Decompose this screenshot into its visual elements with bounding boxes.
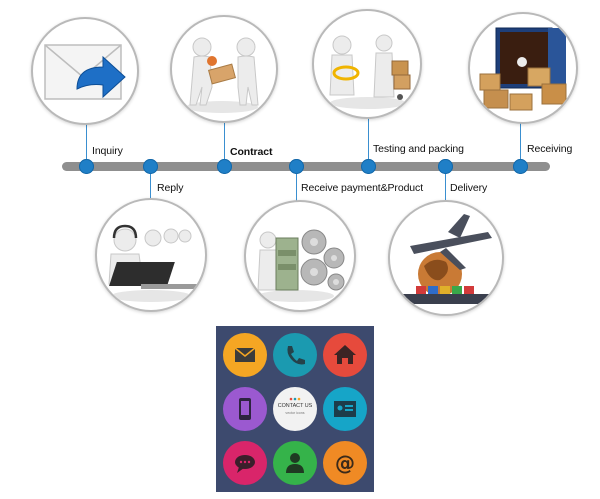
at-icon: @ xyxy=(323,441,367,485)
svg-text:@: @ xyxy=(335,451,355,475)
phone-icon xyxy=(273,333,317,377)
node-receiving xyxy=(513,159,528,174)
node-testing xyxy=(361,159,376,174)
stem-receiving xyxy=(520,123,521,164)
process-timeline xyxy=(62,162,550,171)
label-inquiry: Inquiry xyxy=(92,145,123,157)
node-reply xyxy=(143,159,158,174)
mail-icon xyxy=(223,333,267,377)
label-testing-packing: Testing and packing xyxy=(373,143,464,155)
contact-us-title: CONTACT US xyxy=(277,403,313,409)
node-contract xyxy=(217,159,232,174)
chat-icon xyxy=(223,441,267,485)
label-receive-payment: Receive payment&Product xyxy=(301,182,424,194)
stem-delivery xyxy=(445,170,446,200)
home-icon xyxy=(323,333,367,377)
envelope-reply-icon xyxy=(31,17,139,125)
label-contract: Contract xyxy=(230,146,273,158)
contact-us-badge: CONTACT US vector icons xyxy=(273,387,317,431)
money-gears-icon xyxy=(244,200,356,312)
testing-packing-icon xyxy=(312,9,422,119)
node-receive-payment xyxy=(289,159,304,174)
stem-receive-payment xyxy=(296,170,297,210)
stem-reply xyxy=(150,170,151,210)
contact-icons-panel: CONTACT US vector icons @ xyxy=(216,326,374,492)
label-reply: Reply xyxy=(157,182,184,194)
node-delivery xyxy=(438,159,453,174)
stem-inquiry xyxy=(86,124,87,164)
node-inquiry xyxy=(79,159,94,174)
mobile-icon xyxy=(223,387,267,431)
stem-contract xyxy=(224,120,225,164)
label-delivery: Delivery xyxy=(450,182,488,194)
label-receiving: Receiving xyxy=(527,143,573,155)
handshake-contract-icon xyxy=(170,15,278,123)
call-center-icon xyxy=(95,198,207,312)
stem-testing xyxy=(368,115,369,164)
contact-us-subtitle: vector icons xyxy=(285,411,305,415)
id-card-icon xyxy=(323,387,367,431)
container-boxes-icon xyxy=(468,12,578,124)
airplane-globe-ship-icon xyxy=(388,200,504,316)
user-icon xyxy=(273,441,317,485)
